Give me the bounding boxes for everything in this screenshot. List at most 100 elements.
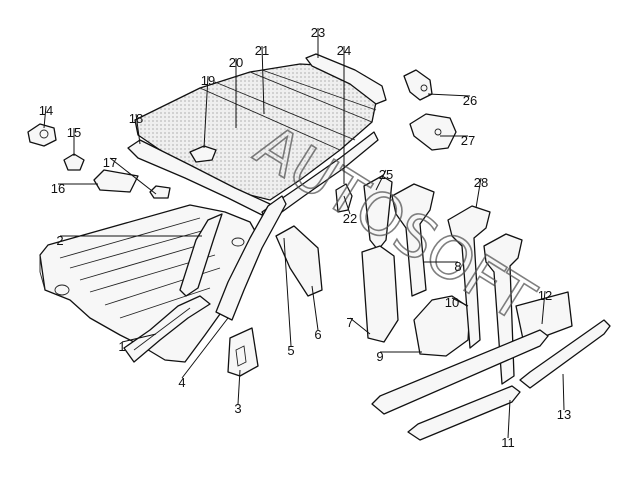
callout-number-10: 10: [445, 295, 459, 310]
callout-number-4: 4: [178, 375, 185, 390]
callout-number-23: 23: [311, 25, 325, 40]
callout-number-3: 3: [234, 401, 241, 416]
leader-line-11: [507, 399, 511, 439]
callout-23: 23: [311, 25, 325, 58]
part-22-24-block: [335, 183, 353, 213]
callout-7: 7: [346, 315, 371, 335]
callout-6: 6: [311, 285, 322, 342]
callout-1: 1: [118, 333, 157, 354]
callout-number-18: 18: [129, 111, 143, 126]
callout-19: 19: [201, 73, 215, 149]
leader-line-12: [541, 290, 546, 325]
callout-24: 24: [337, 43, 351, 184]
callout-21: 21: [255, 43, 269, 115]
callout-number-21: 21: [255, 43, 269, 58]
leader-line-18: [135, 113, 141, 145]
callout-number-24: 24: [337, 43, 351, 58]
sill-outer-long: [371, 329, 549, 415]
leader-line-17: [109, 157, 157, 195]
leader-line-13: [562, 373, 565, 411]
leader-line-7: [349, 317, 371, 335]
callout-number-17: 17: [103, 155, 117, 170]
part-26-hinge: [403, 69, 433, 101]
callout-2: 2: [56, 233, 202, 248]
callout-number-5: 5: [287, 343, 294, 358]
callout-11: 11: [501, 399, 515, 450]
callout-26: 26: [427, 93, 477, 108]
sill-13: [519, 319, 611, 389]
a-pillar-2: [179, 213, 223, 297]
leader-line-28: [475, 177, 482, 209]
part-5-6-inner: [275, 225, 323, 297]
roof-panel: [134, 63, 379, 201]
leader-line-6: [311, 285, 319, 331]
callout-number-16: 16: [51, 181, 65, 196]
leader-line-10: [451, 297, 469, 307]
leader-line-5: [283, 237, 292, 347]
d-pillar-28: [447, 205, 491, 349]
callout-number-26: 26: [463, 93, 477, 108]
c-pillar-8: [391, 183, 435, 297]
part-17-lamp: [149, 185, 171, 199]
callout-number-20: 20: [229, 55, 243, 70]
callout-27: 27: [440, 133, 475, 148]
a-pillar-4: [215, 195, 287, 321]
callout-18: 18: [129, 111, 143, 145]
callout-22: 22: [343, 195, 357, 226]
callout-17: 17: [103, 155, 157, 195]
leader-line-1: [121, 333, 157, 343]
callout-3: 3: [234, 369, 242, 416]
callout-number-19: 19: [201, 73, 215, 88]
callout-12: 12: [538, 288, 552, 325]
callout-number-9: 9: [376, 349, 383, 364]
callout-number-25: 25: [379, 167, 393, 182]
callout-number-12: 12: [538, 288, 552, 303]
part-19-bracket: [189, 145, 217, 163]
leader-line-21: [261, 45, 265, 115]
callout-number-7: 7: [346, 315, 353, 330]
callout-number-15: 15: [67, 125, 81, 140]
leader-line-14: [43, 105, 47, 129]
part-7-pillar-lower: [361, 245, 399, 343]
callout-layer: 1234567891011121314151617181920212223242…: [39, 25, 571, 450]
sill-11: [407, 385, 521, 441]
callout-number-8: 8: [454, 259, 461, 274]
callout-14: 14: [39, 103, 53, 129]
callout-number-22: 22: [343, 211, 357, 226]
leader-line-25: [375, 169, 387, 191]
part-27-bracket: [409, 113, 457, 151]
callout-number-13: 13: [557, 407, 571, 422]
leader-line-22: [343, 195, 351, 215]
part-14-cap: [27, 123, 57, 147]
part-15-clip: [63, 153, 85, 171]
callout-5: 5: [283, 237, 295, 358]
roof-side-rail-23: [305, 53, 387, 105]
callout-28: 28: [474, 175, 488, 209]
callout-number-14: 14: [39, 103, 53, 118]
callout-25: 25: [375, 167, 393, 191]
callout-4: 4: [178, 317, 229, 390]
leader-line-3: [237, 369, 241, 405]
part-3-panel: [227, 327, 259, 377]
callout-number-2: 2: [56, 233, 63, 248]
part-1-crossmember: [123, 295, 211, 363]
callout-13: 13: [557, 373, 571, 422]
callout-number-1: 1: [118, 339, 125, 354]
callout-8: 8: [424, 259, 462, 274]
leader-line-4: [181, 317, 229, 379]
callout-20: 20: [229, 55, 243, 128]
leader-line-19: [203, 75, 209, 149]
callout-16: 16: [51, 181, 98, 196]
callout-15: 15: [67, 125, 81, 156]
part-16-sunvisor: [93, 169, 139, 193]
callout-10: 10: [445, 295, 469, 310]
callout-number-27: 27: [461, 133, 475, 148]
callout-number-6: 6: [314, 327, 321, 342]
callout-number-11: 11: [501, 435, 515, 450]
leader-line-26: [427, 93, 471, 97]
callout-number-28: 28: [474, 175, 488, 190]
part-12-side-panel: [515, 291, 573, 345]
b-pillar-25: [363, 175, 393, 251]
callout-9: 9: [376, 349, 422, 364]
